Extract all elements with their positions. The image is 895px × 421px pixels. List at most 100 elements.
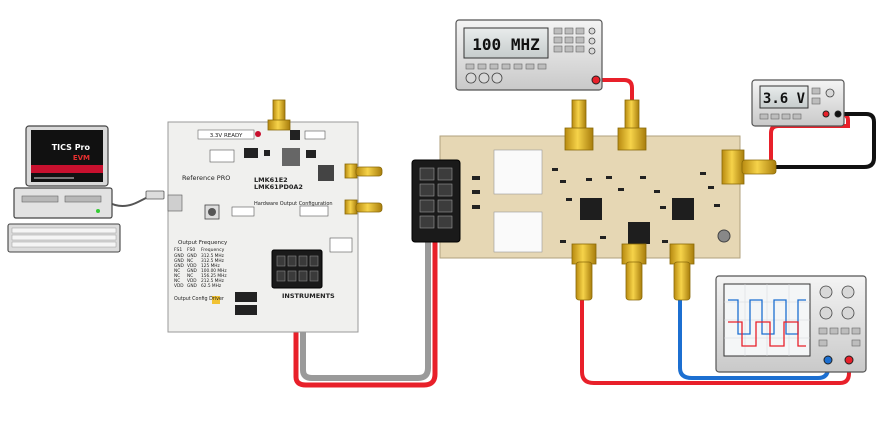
clock-evm-board: 3.3V READY Reference PRO LMK61E2 LMK61PD…: [167, 99, 383, 333]
board-sma-bottom-1-base: [571, 243, 597, 265]
board-sma-top-2-base: [617, 127, 647, 151]
board-header-pins: [419, 167, 453, 229]
keyboard-keys: [11, 227, 117, 248]
evm-pcb: [167, 121, 359, 333]
board-sma-bottom-3-base: [669, 243, 695, 265]
freq-cell: 125 MHz: [201, 263, 221, 269]
freq-col-fs1: FS1: [174, 247, 182, 253]
board-pad-upper: [493, 149, 543, 195]
board-header-cable: [411, 159, 461, 243]
usb-plug: [145, 190, 165, 200]
freq-col-frequency: Frequency: [201, 247, 225, 253]
freq-cell: NC: [174, 268, 180, 274]
clock-distribution-board: [411, 99, 777, 301]
power-supply: 3.6 V: [751, 79, 845, 127]
freq-cell: GND: [187, 253, 198, 259]
freq-cell: 312.5 MHz: [201, 253, 225, 259]
pc-workstation: TICS Pro EVM: [7, 125, 165, 253]
board-mount-hole: [717, 229, 731, 243]
freq-row-6: VDD GND 62.5 MHz: [174, 283, 222, 289]
board-ic-2: [628, 222, 650, 244]
psu-display: 3.6 V: [763, 91, 806, 107]
pc-tower: [13, 187, 113, 219]
scope-channel-1-port: [823, 355, 833, 365]
driver-title: Output Config Driver: [174, 296, 224, 302]
power-cable-black: [775, 112, 876, 169]
status-led: [255, 131, 261, 137]
freq-col-fs0: FS0: [187, 247, 195, 253]
scope-trace-blue: [728, 299, 806, 335]
freq-row-2: GND VDD 125 MHz: [174, 263, 221, 269]
siggen-display: 100 MHZ: [472, 35, 540, 54]
evm-header-pins: [276, 255, 319, 282]
freq-cell: GND: [174, 258, 185, 264]
psu-positive-port: [822, 110, 830, 118]
tan-pcb: [439, 135, 741, 259]
evm-header: [271, 249, 323, 289]
scope-channel-2-port: [844, 355, 854, 365]
scope-trace-red: [728, 321, 806, 347]
siggen-rf-cable: [598, 78, 634, 100]
board-ic-1: [580, 198, 602, 220]
psu-negative-port: [834, 110, 842, 118]
freq-cell: 212.5 MHz: [201, 278, 225, 284]
evm-config-title: Hardware Output Configuration: [254, 201, 333, 207]
board-passives: [472, 168, 720, 243]
freq-cell: VDD: [187, 278, 197, 284]
siggen-screen: [463, 27, 549, 59]
siggen-buttons: [465, 63, 547, 70]
board-sma-right: [741, 159, 777, 175]
psu-screen: [759, 85, 809, 109]
siggen-knobs: [465, 27, 596, 84]
freq-table-title: Output Frequency: [178, 240, 228, 246]
usb-cable: [107, 195, 151, 207]
power-banner-label: 3.3V READY: [210, 133, 243, 139]
freq-cell: NC: [174, 273, 180, 279]
freq-cell: NC: [187, 273, 193, 279]
evm-part-line2: LMK61PD0A2: [254, 183, 303, 191]
siggen-output-port: [591, 75, 601, 85]
app-title: TICS Pro: [52, 143, 91, 152]
freq-cell: GND: [187, 283, 198, 289]
freq-row-3: NC GND 100.00 MHz: [174, 268, 227, 274]
screen-banner: [31, 165, 103, 173]
scope-buttons: [818, 327, 861, 347]
drive-bay: [21, 195, 59, 203]
board-sma-bottom-1: [575, 261, 593, 301]
freq-cell: NC: [187, 258, 193, 264]
freq-cell: VDD: [174, 283, 184, 289]
evm-components: [167, 130, 353, 315]
screen-taskbar: [34, 177, 74, 179]
freq-cell: 62.5 MHz: [201, 283, 222, 289]
drive-bay-2: [64, 195, 102, 203]
app-subtitle: EVM: [73, 154, 90, 162]
siggen-keypad: [553, 27, 585, 53]
power-led: [96, 209, 100, 213]
freq-cell: NC: [174, 278, 180, 284]
board-sma-bottom-3: [673, 261, 691, 301]
freq-row-1: GND NC 312.5 MHz: [174, 258, 225, 264]
ti-logo-text: INSTRUMENTS: [282, 292, 335, 300]
evm-sma-out1-base: [344, 199, 358, 215]
freq-table: FS1 FS0 Frequency GND GND 312.5 MHz GND …: [174, 247, 227, 289]
evm-part-line1: LMK61E2: [254, 176, 288, 184]
freq-row-4: NC NC 156.25 MHz: [174, 273, 227, 279]
evm-sma-out0-base: [344, 163, 358, 179]
freq-cell: VDD: [187, 263, 197, 269]
evm-top-sma-base: [267, 119, 291, 131]
freq-cell: GND: [174, 263, 185, 269]
psu-buttons: [759, 87, 821, 120]
freq-row-0: GND GND 312.5 MHz: [174, 253, 225, 259]
evm-sma-out0: [355, 166, 383, 177]
signal-generator: 100 MHZ: [455, 19, 603, 91]
oscilloscope: [715, 275, 867, 373]
freq-cell: GND: [174, 253, 185, 259]
scope-knobs: [819, 285, 855, 320]
power-banner: [197, 129, 255, 140]
monitor-screen: [31, 130, 103, 182]
freq-row-5: NC VDD 212.5 MHz: [174, 278, 225, 284]
board-sma-top-1-base: [564, 127, 594, 151]
freq-cell: 100.00 MHz: [201, 268, 227, 274]
board-sma-bottom-2-base: [621, 243, 647, 265]
freq-cell: 312.5 MHz: [201, 258, 225, 264]
